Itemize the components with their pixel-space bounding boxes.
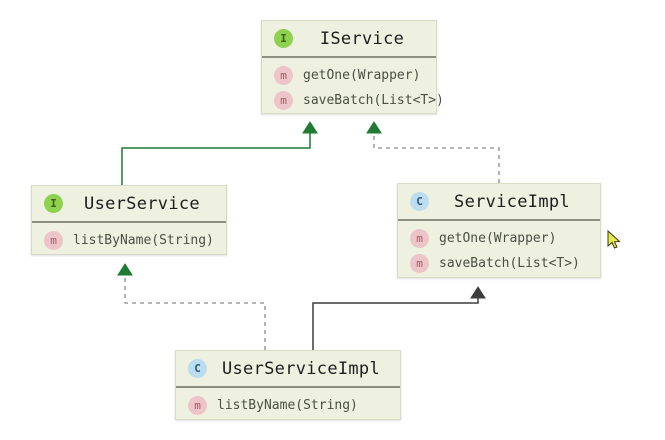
arrowhead-userserviceimpl-implements-userservice: [117, 263, 133, 276]
method-icon: m: [274, 91, 293, 110]
edge-serviceimpl-implements-iservice: [373, 133, 500, 183]
method-label: listByName(String): [217, 398, 358, 413]
class-box-iservice[interactable]: I IService m getOne(Wrapper) m saveBatch…: [261, 20, 444, 114]
class-name-iservice: IService: [319, 28, 405, 49]
arrowhead-userserviceimpl-extends-serviceimpl: [470, 286, 486, 299]
class-name-serviceimpl: ServiceImpl: [454, 191, 570, 212]
method-label: getOne(Wrapper): [303, 68, 421, 83]
class-header-serviceimpl: C ServiceImpl: [398, 184, 600, 221]
class-members-serviceimpl: m getOne(Wrapper) m saveBatch(List<T>): [398, 221, 600, 282]
arrowhead-userservice-extends-iservice: [302, 121, 318, 134]
method-label: saveBatch(List<T>): [303, 93, 444, 108]
class-members-userserviceimpl: m listByName(String): [176, 388, 400, 424]
class-name-userserviceimpl: UserServiceImpl: [221, 358, 381, 379]
method-row[interactable]: m saveBatch(List<T>): [262, 88, 444, 113]
method-row[interactable]: m listByName(String): [32, 228, 226, 253]
edge-userservice-extends-iservice: [121, 133, 311, 185]
method-icon: m: [410, 254, 429, 273]
class-name-userservice: UserService: [84, 193, 200, 214]
class-members-iservice: m getOne(Wrapper) m saveBatch(List<T>): [262, 58, 444, 119]
class-box-serviceimpl[interactable]: C ServiceImpl m getOne(Wrapper) m saveBa…: [397, 183, 601, 278]
interface-icon: I: [44, 194, 63, 213]
method-icon: m: [44, 231, 63, 250]
method-row[interactable]: m listByName(String): [176, 393, 400, 418]
arrowhead-serviceimpl-implements-iservice: [366, 121, 382, 134]
mouse-cursor-icon: [607, 230, 621, 249]
method-label: getOne(Wrapper): [439, 231, 557, 246]
method-icon: m: [274, 66, 293, 85]
class-header-userserviceimpl: C UserServiceImpl: [176, 351, 400, 388]
method-icon: m: [188, 396, 207, 415]
method-label: saveBatch(List<T>): [439, 256, 580, 271]
class-box-userservice[interactable]: I UserService m listByName(String): [31, 185, 227, 255]
class-header-iservice: I IService: [262, 21, 436, 58]
class-icon: C: [188, 359, 207, 378]
method-row[interactable]: m getOne(Wrapper): [398, 226, 600, 251]
method-icon: m: [410, 229, 429, 248]
method-row[interactable]: m getOne(Wrapper): [262, 63, 436, 88]
method-label: listByName(String): [73, 233, 214, 248]
method-row[interactable]: m saveBatch(List<T>): [398, 251, 600, 276]
edge-userserviceimpl-extends-serviceimpl: [312, 298, 479, 350]
interface-icon: I: [274, 29, 293, 48]
edge-userserviceimpl-implements-userservice: [124, 275, 266, 350]
class-icon: C: [410, 192, 429, 211]
class-header-userservice: I UserService: [32, 186, 226, 223]
class-box-userserviceimpl[interactable]: C UserServiceImpl m listByName(String): [175, 350, 401, 420]
class-members-userservice: m listByName(String): [32, 223, 226, 259]
